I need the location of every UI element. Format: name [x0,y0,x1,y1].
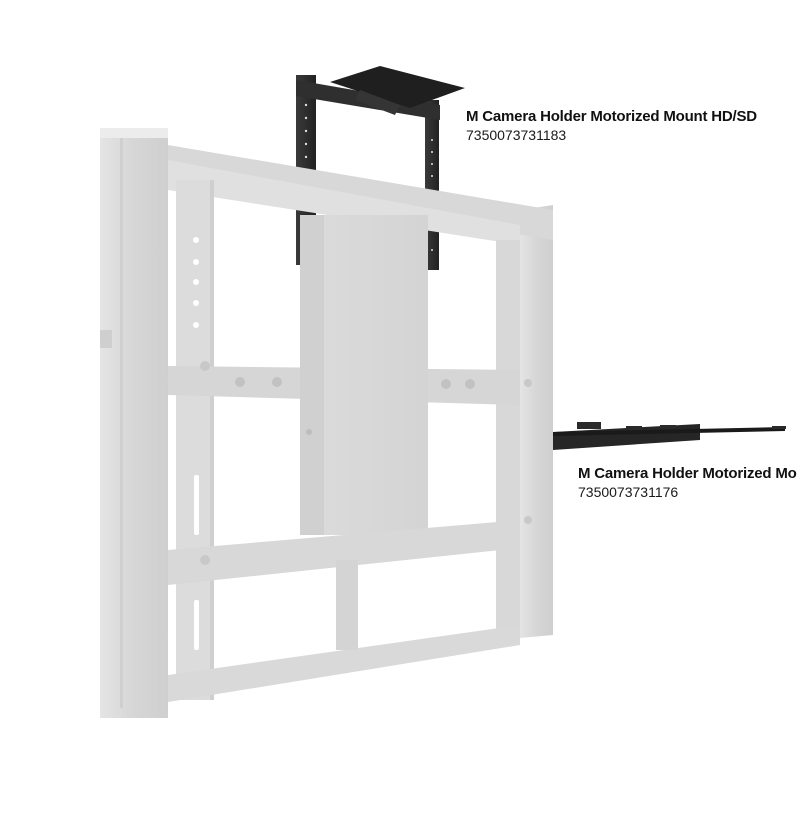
product-name: M Camera Holder Motorized Mo [578,465,797,482]
product-code: 7350073731176 [578,484,679,500]
product-label-side: M Camera Holder Motorized Mo 73500737311… [578,464,797,502]
display-mount-frame [100,128,553,718]
product-label-top: M Camera Holder Motorized Mount HD/SD 73… [466,107,757,145]
product-name: M Camera Holder Motorized Mount HD/SD [466,108,757,125]
side-camera-holder [553,422,786,450]
product-code: 7350073731183 [466,127,567,143]
